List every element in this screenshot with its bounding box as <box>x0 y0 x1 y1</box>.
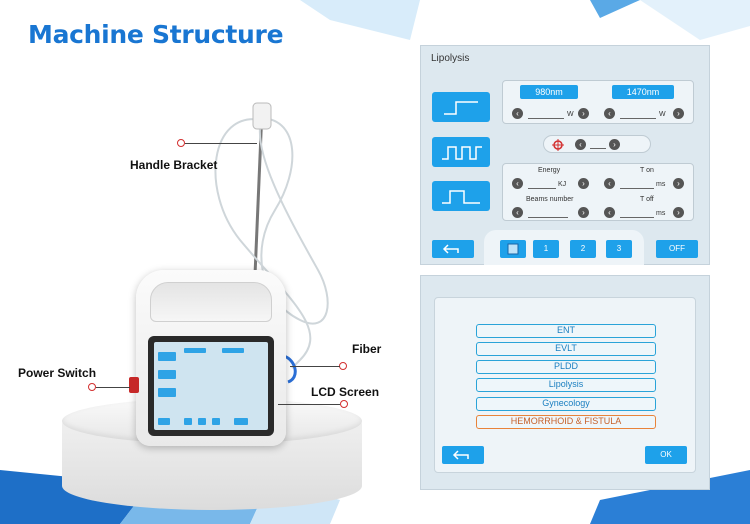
t-off-increase-icon[interactable]: › <box>673 207 684 218</box>
beams-number-label: Beams number <box>526 196 574 203</box>
menu-item-hemorrhoid-fistula[interactable]: HEMORRHOID & FISTULA <box>476 415 656 429</box>
t-on-field[interactable] <box>620 188 654 189</box>
wavelength-980: 980nm <box>520 85 578 99</box>
power-980-increase-icon[interactable]: › <box>578 108 589 119</box>
aiming-beam-icon <box>552 138 564 151</box>
pulse-mode-button[interactable] <box>432 137 490 167</box>
menu-item-gynecology[interactable]: Gynecology <box>476 397 656 411</box>
t-on-label: T on <box>640 167 654 174</box>
energy-unit: KJ <box>558 181 567 188</box>
machine-screen <box>148 336 274 436</box>
laser-machine <box>136 270 286 446</box>
menu-item-lipolysis[interactable]: Lipolysis <box>476 378 656 392</box>
marker-lcd-screen <box>340 400 348 408</box>
save-button[interactable] <box>500 240 526 258</box>
power-1470-decrease-icon[interactable]: ‹ <box>604 108 615 119</box>
marker-handle-bracket <box>177 139 185 147</box>
t-on-increase-icon[interactable]: › <box>673 178 684 189</box>
ok-button[interactable]: OK <box>645 446 687 464</box>
single-pulse-mode-button[interactable] <box>432 181 490 211</box>
aiming-beam-box <box>543 135 651 153</box>
marker-power-switch <box>88 383 96 391</box>
t-on-decrease-icon[interactable]: ‹ <box>604 178 615 189</box>
machine-handle <box>150 282 272 322</box>
energy-label: Energy <box>538 167 561 174</box>
preset-2-button[interactable]: 2 <box>570 240 596 258</box>
wavelength-1470: 1470nm <box>612 85 674 99</box>
power-1470-field[interactable] <box>620 118 656 119</box>
menu-item-evlt[interactable]: EVLT <box>476 342 656 356</box>
mode-back-button[interactable] <box>442 446 484 464</box>
menu-item-pldd[interactable]: PLDD <box>476 360 656 374</box>
line-lcd-screen <box>278 404 340 405</box>
continuous-mode-button[interactable] <box>432 92 490 122</box>
energy-increase-icon[interactable]: › <box>578 178 589 189</box>
label-fiber: Fiber <box>352 342 382 356</box>
aiming-increase-icon[interactable]: › <box>609 139 620 150</box>
t-off-decrease-icon[interactable]: ‹ <box>604 207 615 218</box>
power-switch <box>129 377 139 393</box>
power-980-decrease-icon[interactable]: ‹ <box>512 108 523 119</box>
off-button[interactable]: OFF <box>656 240 698 258</box>
energy-field[interactable] <box>528 188 556 189</box>
t-off-unit: ms <box>656 210 666 217</box>
aiming-decrease-icon[interactable]: ‹ <box>575 139 586 150</box>
preset-1-button[interactable]: 1 <box>533 240 559 258</box>
energy-timing-box <box>502 163 694 221</box>
panel-title: Lipolysis <box>431 53 470 64</box>
page-title: Machine Structure <box>28 20 284 49</box>
back-arrow-icon <box>452 450 469 460</box>
label-lcd-screen: LCD Screen <box>311 385 380 399</box>
label-handle-bracket: Handle Bracket <box>130 158 218 172</box>
save-icon <box>507 243 519 255</box>
single-pulse-icon <box>442 190 480 204</box>
label-power-switch: Power Switch <box>18 366 97 380</box>
preset-3-button[interactable]: 3 <box>606 240 632 258</box>
energy-decrease-icon[interactable]: ‹ <box>512 178 523 189</box>
marker-fiber <box>339 362 347 370</box>
beams-field[interactable] <box>528 217 568 218</box>
back-arrow-icon <box>442 244 459 254</box>
power-1470-unit: W <box>659 111 666 118</box>
line-fiber <box>290 366 340 367</box>
power-980-unit: W <box>567 111 574 118</box>
line-power-switch <box>96 387 130 388</box>
t-on-unit: ms <box>656 181 666 188</box>
continuous-wave-icon <box>444 101 478 115</box>
pulse-wave-icon <box>442 146 482 160</box>
power-1470-increase-icon[interactable]: › <box>673 108 684 119</box>
beams-increase-icon[interactable]: › <box>578 207 589 218</box>
menu-item-ent[interactable]: ENT <box>476 324 656 338</box>
back-button[interactable] <box>432 240 474 258</box>
t-off-field[interactable] <box>620 217 654 218</box>
beams-decrease-icon[interactable]: ‹ <box>512 207 523 218</box>
line-handle-bracket <box>185 143 257 144</box>
t-off-label: T off <box>640 196 654 203</box>
power-980-field[interactable] <box>528 118 564 119</box>
aiming-field[interactable] <box>590 148 606 149</box>
